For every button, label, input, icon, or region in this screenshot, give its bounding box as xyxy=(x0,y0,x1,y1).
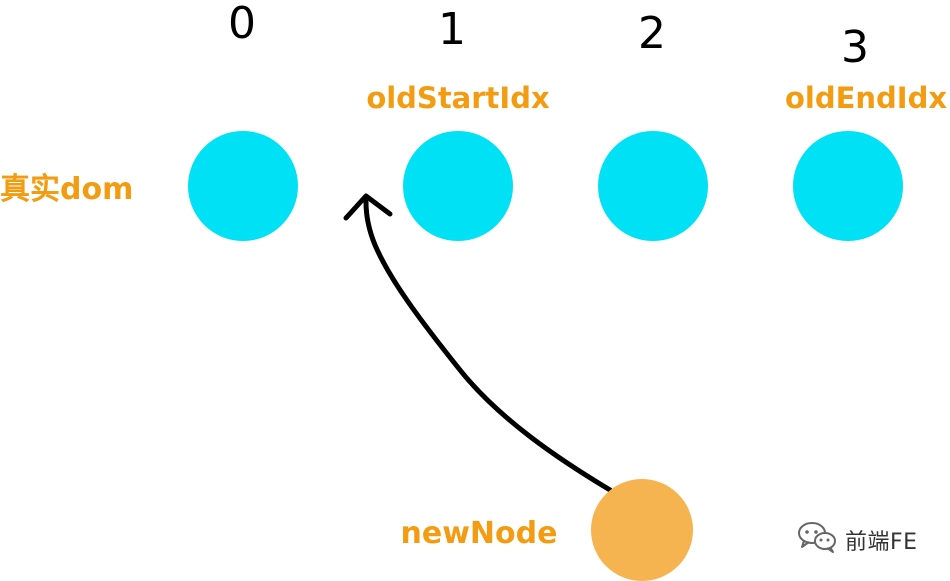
insert-arrow-line xyxy=(363,199,613,493)
index-label-0: 0 xyxy=(228,0,256,49)
new-node-label: newNode xyxy=(401,516,558,551)
wechat-chat-bubbles-icon xyxy=(797,520,837,560)
new-node xyxy=(591,479,693,581)
watermark-text: 前端FE xyxy=(845,530,918,555)
watermark: 前端FE xyxy=(797,520,918,560)
dom-node-0 xyxy=(188,131,298,241)
index-label-2: 2 xyxy=(638,8,666,59)
real-dom-label: 真实dom xyxy=(0,172,133,207)
insert-arrow-head xyxy=(343,193,393,221)
old-end-idx-label: oldEndIdx xyxy=(785,81,947,115)
dom-node-2 xyxy=(598,131,708,241)
index-label-1: 1 xyxy=(438,4,466,55)
old-start-idx-label: oldStartIdx xyxy=(366,81,550,115)
dom-node-3 xyxy=(793,131,903,241)
dom-node-1 xyxy=(403,131,513,241)
index-label-3: 3 xyxy=(841,22,869,73)
